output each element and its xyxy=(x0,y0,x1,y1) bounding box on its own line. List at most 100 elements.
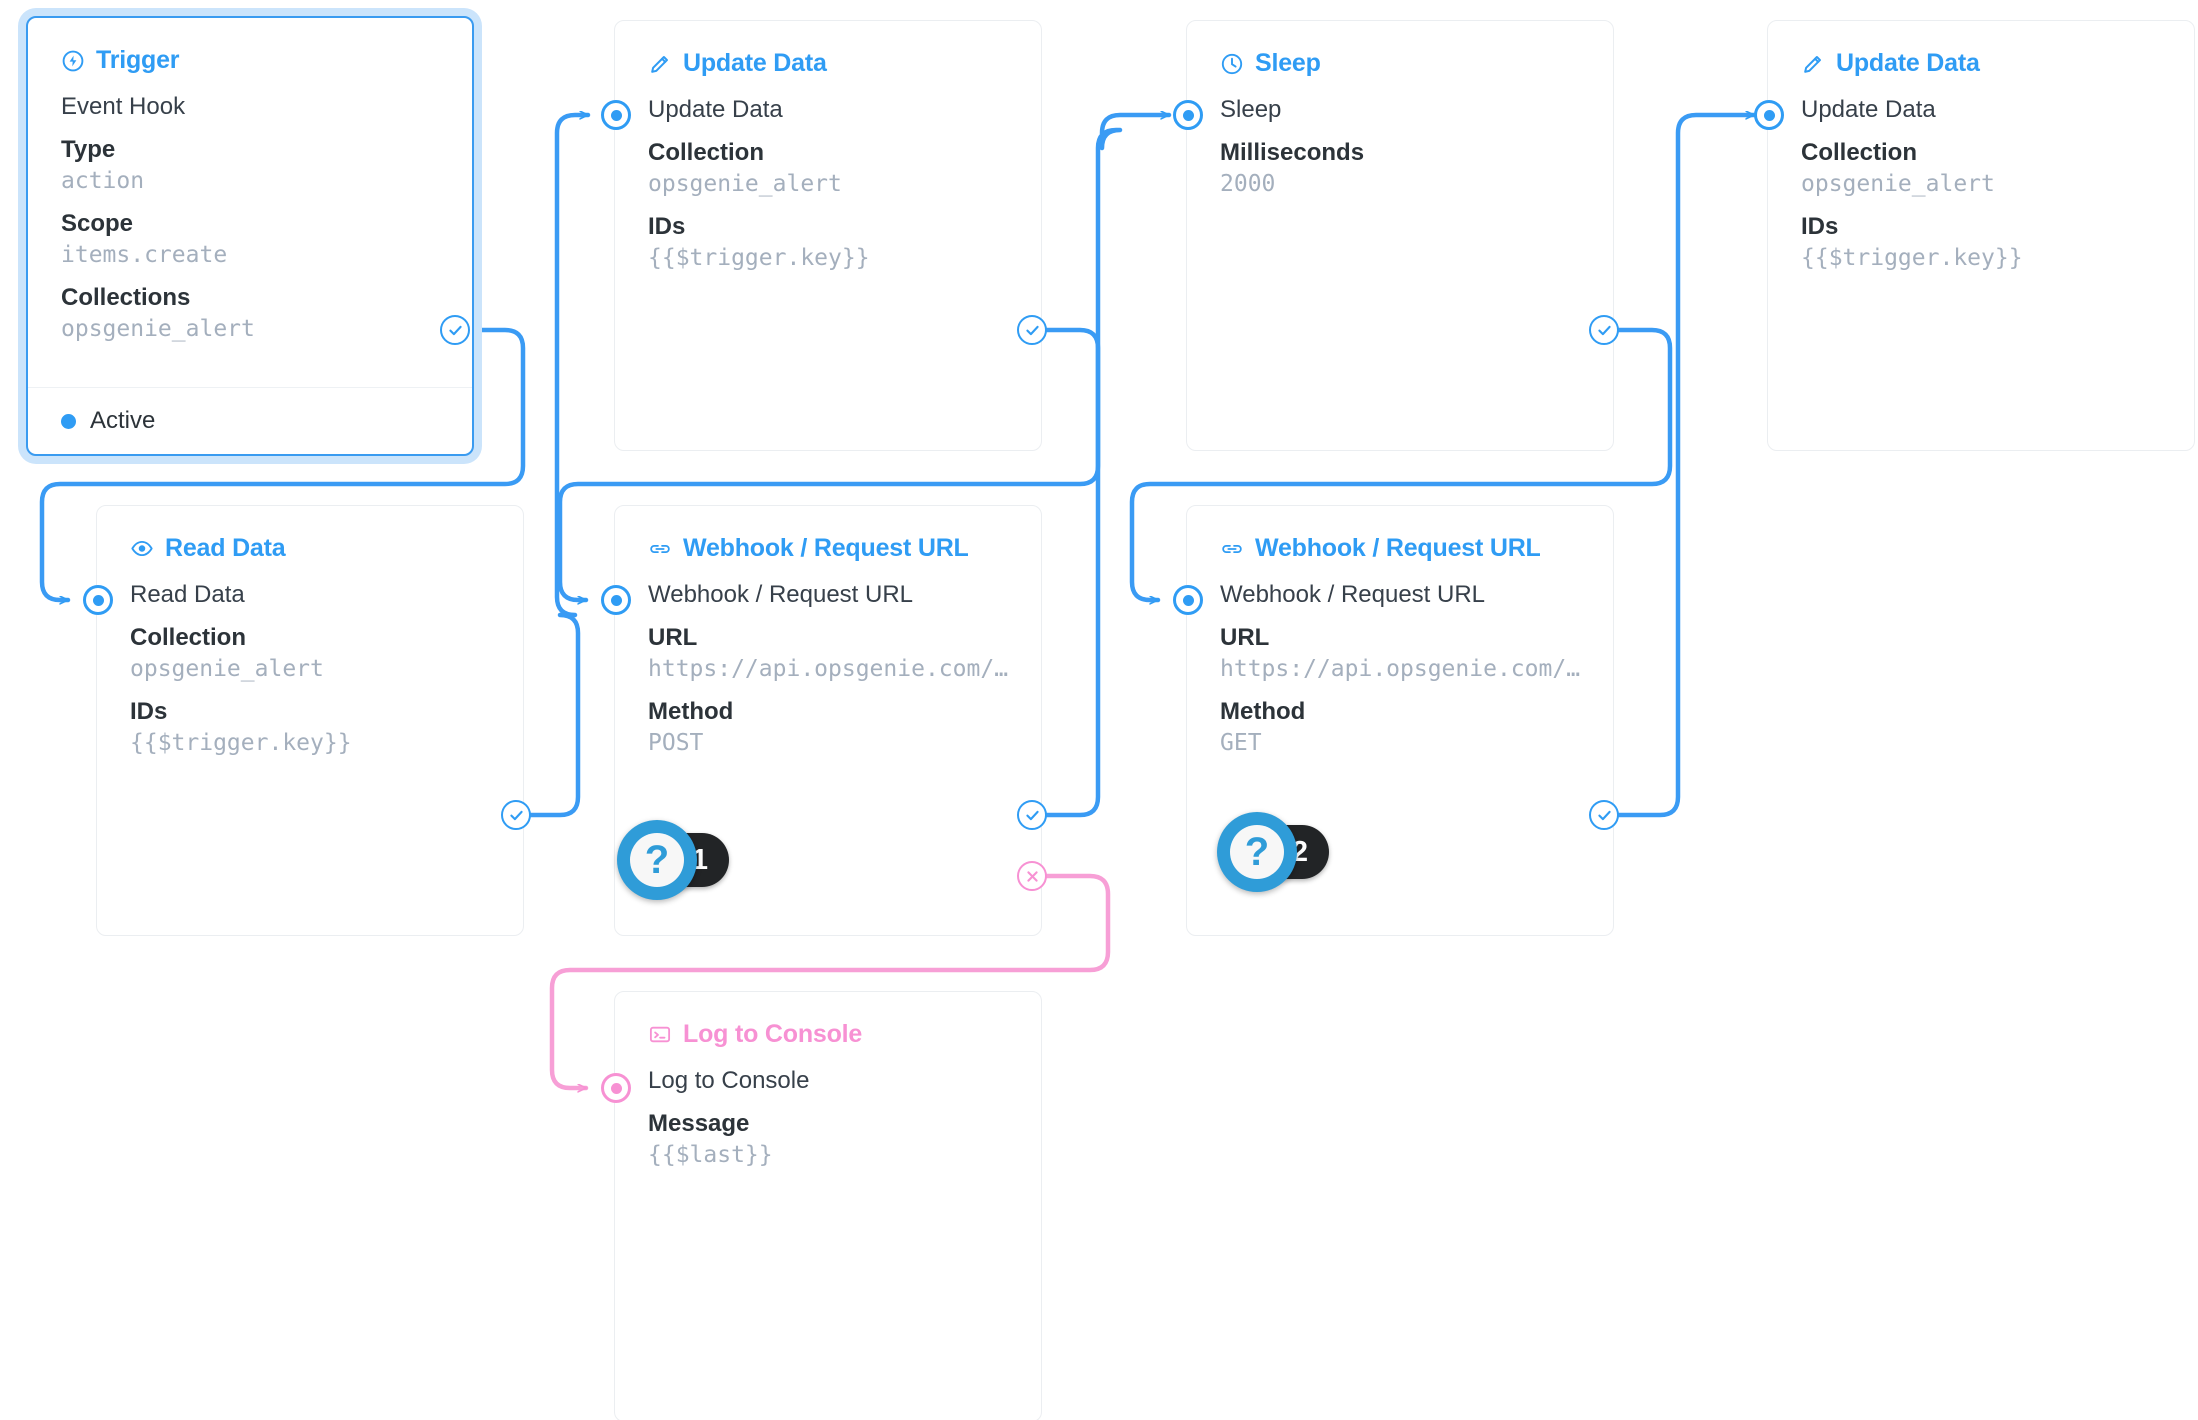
node-header-label: Read Data xyxy=(165,534,286,562)
node-header-label: Update Data xyxy=(683,49,827,77)
node-header-label: Log to Console xyxy=(683,1020,863,1048)
node-header-label: Update Data xyxy=(1836,49,1980,77)
field-url: URL https://api.opsgenie.com/v… xyxy=(1220,622,1583,686)
wire-webhook-2-to-update-data-2 xyxy=(1616,115,1757,818)
field-ids: IDs {{$trigger.key}} xyxy=(130,696,493,760)
field-milliseconds: Milliseconds 2000 xyxy=(1220,137,1583,201)
output-port-success-webhook-1[interactable] xyxy=(1017,800,1047,830)
field-label: Method xyxy=(648,697,734,725)
field-value: POST xyxy=(648,730,704,757)
field-scope: Scope items.create xyxy=(61,208,442,272)
field-ids: IDs {{$trigger.key}} xyxy=(1801,211,2164,275)
field-label: Collection xyxy=(648,139,765,167)
field-type: Type action xyxy=(61,134,442,198)
node-title: Log to Console xyxy=(648,1067,810,1094)
field-value: {{$last}} xyxy=(648,1142,773,1169)
link-icon xyxy=(648,537,672,561)
node-header: Sleep xyxy=(1187,21,1613,76)
node-body: Webhook / Request URL URL https://api.op… xyxy=(1187,561,1613,760)
field-collections: Collections opsgenie_alert xyxy=(61,282,442,346)
status-dot-icon xyxy=(61,413,76,429)
node-header: Update Data xyxy=(1768,21,2194,76)
node-read-data[interactable]: Read Data Read Data Collection opsgenie_… xyxy=(96,505,524,936)
field-collection: Collection opsgenie_alert xyxy=(130,622,493,686)
output-port-success-read-data[interactable] xyxy=(501,800,531,830)
field-value: GET xyxy=(1220,730,1262,757)
link-icon xyxy=(1220,537,1244,561)
field-value: action xyxy=(61,168,145,195)
field-value: opsgenie_alert xyxy=(648,171,842,198)
node-update-data-1[interactable]: Update Data Update Data Collection opsge… xyxy=(614,20,1042,451)
eye-icon xyxy=(130,537,154,561)
node-body: Sleep Milliseconds 2000 xyxy=(1187,76,1613,201)
field-collection: Collection opsgenie_alert xyxy=(1801,137,2164,201)
node-header: Update Data xyxy=(615,21,1041,76)
field-label: IDs xyxy=(130,697,168,725)
output-port-success-trigger[interactable] xyxy=(440,315,470,345)
check-icon xyxy=(1025,325,1039,335)
node-title: Webhook / Request URL xyxy=(1220,581,1486,608)
check-icon xyxy=(448,325,462,335)
input-port-read-data[interactable] xyxy=(83,585,113,615)
node-status-footer: Active xyxy=(28,387,472,454)
field-collection: Collection opsgenie_alert xyxy=(648,137,1011,201)
pencil-icon xyxy=(1801,52,1825,76)
input-port-sleep[interactable] xyxy=(1173,100,1203,130)
field-method: Method POST xyxy=(648,696,1011,760)
node-header: Log to Console xyxy=(615,992,1041,1047)
input-port-update-data-1[interactable] xyxy=(601,100,631,130)
wire-read-data-to-update-data-1 xyxy=(528,115,591,818)
field-value: items.create xyxy=(61,242,228,269)
field-value: {{$trigger.key}} xyxy=(130,730,352,757)
field-label: Scope xyxy=(61,209,134,237)
node-header-label: Webhook / Request URL xyxy=(1255,534,1541,562)
field-label: IDs xyxy=(1801,212,1839,240)
node-trigger[interactable]: Trigger Event Hook Type action Scope ite… xyxy=(26,16,474,456)
node-update-data-2[interactable]: Update Data Update Data Collection opsge… xyxy=(1767,20,2195,451)
input-port-webhook-2[interactable] xyxy=(1173,585,1203,615)
node-title: Update Data xyxy=(648,96,783,123)
node-header-label: Trigger xyxy=(96,46,180,74)
question-mark-icon: ? xyxy=(630,833,684,887)
close-icon xyxy=(1026,870,1038,882)
check-icon xyxy=(1597,810,1611,820)
node-body: Update Data Collection opsgenie_alert ID… xyxy=(1768,76,2194,275)
field-value: opsgenie_alert xyxy=(130,656,324,683)
node-sleep[interactable]: Sleep Sleep Milliseconds 2000 xyxy=(1186,20,1614,451)
output-port-error-webhook-1[interactable] xyxy=(1017,861,1047,891)
input-port-update-data-2[interactable] xyxy=(1754,100,1784,130)
check-icon xyxy=(509,810,523,820)
field-value: {{$trigger.key}} xyxy=(648,245,870,272)
field-value: https://api.opsgenie.com/v… xyxy=(648,656,1011,683)
step-marker-2-badge[interactable]: ? xyxy=(1217,812,1297,892)
node-header-label: Webhook / Request URL xyxy=(683,534,969,562)
output-port-success-update-data-1[interactable] xyxy=(1017,315,1047,345)
output-port-success-sleep[interactable] xyxy=(1589,315,1619,345)
step-marker-1-badge[interactable]: ? xyxy=(617,820,697,900)
status-badge: Active xyxy=(90,407,156,434)
field-label: URL xyxy=(648,624,698,652)
input-port-log-to-console[interactable] xyxy=(601,1073,631,1103)
node-header: Webhook / Request URL xyxy=(1187,506,1613,561)
node-title: Webhook / Request URL xyxy=(648,581,914,608)
field-label: IDs xyxy=(648,212,686,240)
terminal-icon xyxy=(648,1023,672,1047)
node-header-label: Sleep xyxy=(1255,49,1321,77)
node-body: Read Data Collection opsgenie_alert IDs … xyxy=(97,561,523,760)
node-log-to-console[interactable]: Log to Console Log to Console Message {{… xyxy=(614,991,1042,1420)
input-port-webhook-1[interactable] xyxy=(601,585,631,615)
node-body: Update Data Collection opsgenie_alert ID… xyxy=(615,76,1041,275)
field-value: opsgenie_alert xyxy=(1801,171,1995,198)
field-method: Method GET xyxy=(1220,696,1583,760)
step-marker-2[interactable]: 2 ? xyxy=(1217,812,1329,892)
field-ids: IDs {{$trigger.key}} xyxy=(648,211,1011,275)
field-label: Message xyxy=(648,1110,750,1138)
field-value: {{$trigger.key}} xyxy=(1801,245,2023,272)
check-icon xyxy=(1597,325,1611,335)
node-title: Sleep xyxy=(1220,96,1282,123)
step-marker-1[interactable]: 1 ? xyxy=(617,820,729,900)
node-title: Update Data xyxy=(1801,96,1936,123)
field-label: Collections xyxy=(61,283,191,311)
output-port-success-webhook-2[interactable] xyxy=(1589,800,1619,830)
